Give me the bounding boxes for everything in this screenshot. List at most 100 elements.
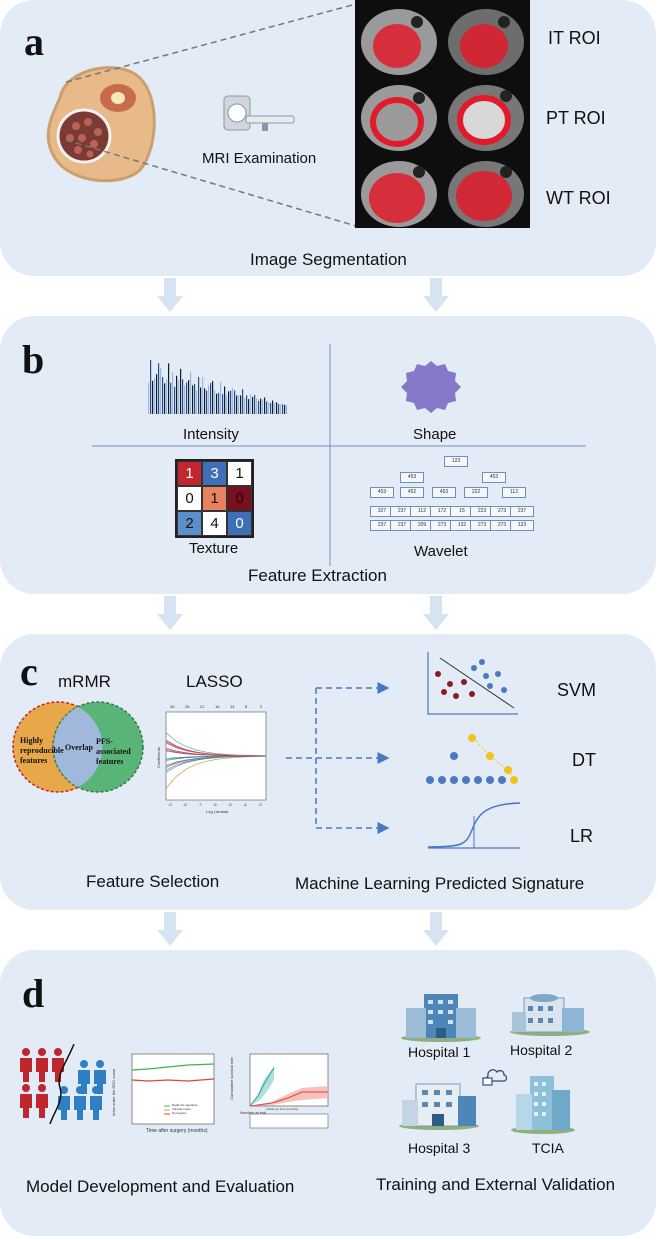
histogram-bar [276,402,278,414]
mrmr-label: mRMR [58,672,111,691]
histogram-bar [240,395,242,414]
histogram-bar [222,394,224,414]
histogram-bar [220,381,222,414]
coefficient-path [165,755,267,773]
flow-arrow [157,278,183,312]
intensity-histogram-icon [148,359,288,414]
model-label-lr: LR [570,826,594,846]
mri-slice-1 [361,9,437,75]
histogram-bar [148,382,150,414]
histogram-bar [180,368,182,414]
histogram-bar [242,389,244,414]
quadrant-label-shape: Shape [413,426,457,443]
lasso-top-tick: 26 [170,704,175,709]
mri-slice-5 [361,161,437,227]
quadrant-label-intensity: Intensity [183,426,239,443]
cloud-computer-icon [482,1069,508,1086]
panel-c-right-title: Machine Learning Predicted Signature [295,874,585,893]
histogram-bar [168,363,170,414]
histogram-bar [218,392,220,414]
quadrant-divider [92,344,586,566]
histogram-bar [280,404,282,414]
panel-b [0,316,656,594]
mri-slice-2 [448,9,524,75]
lasso-y-axis-label: Coefficients [156,747,161,768]
tcia-label: TCIA [532,1140,564,1156]
histogram-bar [186,382,188,414]
venn-right-label: PFS-associated features [96,737,131,766]
histogram-bar [214,389,216,414]
histogram-bar [194,384,196,414]
histogram-bar [164,383,166,414]
lasso-top-tick: 14 [230,704,235,709]
matrix-cell: 3 [202,461,227,486]
wavelet-node: 453 [432,487,456,498]
histogram-bar [252,396,254,414]
lasso-bottom-tick: -3 [258,802,262,807]
hospital-1-icon [401,994,481,1042]
histogram-bar [216,393,218,414]
histogram-bar [232,388,234,414]
roi-label-pt: PT ROI [546,108,606,128]
histogram-bar [172,372,174,414]
matrix-cell: 0 [227,511,252,536]
wavelet-node: 222 [464,487,488,498]
histogram-bar [258,400,260,414]
roc-legend-1: Radiomic signature [172,1103,198,1107]
histogram-bar [196,390,198,414]
histogram-bar [190,371,192,414]
model-label-svm: SVM [557,680,597,700]
histogram-bar [246,395,248,414]
histogram-bar [284,404,286,414]
panel-b-title: Feature Extraction [248,566,387,585]
histogram-bar [200,387,202,414]
mri-scanner-icon [223,95,295,131]
zoom-dashed-lines [65,3,357,227]
histogram-bar [268,402,270,414]
km-x-axis-label: Follow-up time (months) [266,1107,299,1111]
km-y-axis-label: Cumulative survival rate [228,1057,234,1100]
histogram-bar [192,385,194,414]
wavelet-node: 453 [482,472,506,483]
histogram-bar [266,401,268,414]
hospital-2-icon [510,994,590,1036]
mri-slice-3 [361,85,437,151]
panel-a-title: Image Segmentation [250,250,407,269]
lasso-bottom-tick: -7 [198,802,202,807]
histogram-bar [256,398,258,414]
histogram-bar [150,359,152,414]
mri-examination-label: MRI Examination [202,150,317,167]
matrix-cell: 2 [177,511,202,536]
matrix-cell: 0 [177,486,202,511]
histogram-bar [170,382,172,414]
flow-arrow [423,912,449,946]
coefficient-path [165,742,267,757]
histogram-bar [230,390,232,414]
histogram-bar [206,390,208,414]
model-label-dt: DT [572,750,596,770]
venn-diagram [12,701,144,793]
panel-c-letter: c [20,649,38,694]
histogram-bar [176,375,178,414]
wavelet-node: 452 [400,487,424,498]
mri-slice-6 [448,161,524,227]
lasso-bottom-tick: -6 [213,802,217,807]
lasso-label: LASSO [186,672,243,691]
histogram-bar [236,395,238,414]
roc-legend-3: Nomogram [172,1111,187,1115]
logistic-regression-icon [427,802,521,849]
wavelet-node: 123 [510,520,534,531]
histogram-bar [202,377,204,414]
histogram-bar [188,380,190,414]
histogram-bar [248,399,250,414]
lasso-top-tick: 8 [245,704,248,709]
histogram-bar [278,404,280,414]
flow-arrow [157,912,183,946]
histogram-bar [262,399,264,414]
wavelet-node: 112 [502,487,526,498]
histogram-bar [160,368,162,414]
wavelet-node: 453 [370,487,394,498]
panel-d-left-title: Model Development and Evaluation [26,1177,295,1196]
texture-matrix: 1 3 1 0 1 0 2 4 0 [175,459,254,538]
thigh-cross-section-illustration [46,66,156,183]
